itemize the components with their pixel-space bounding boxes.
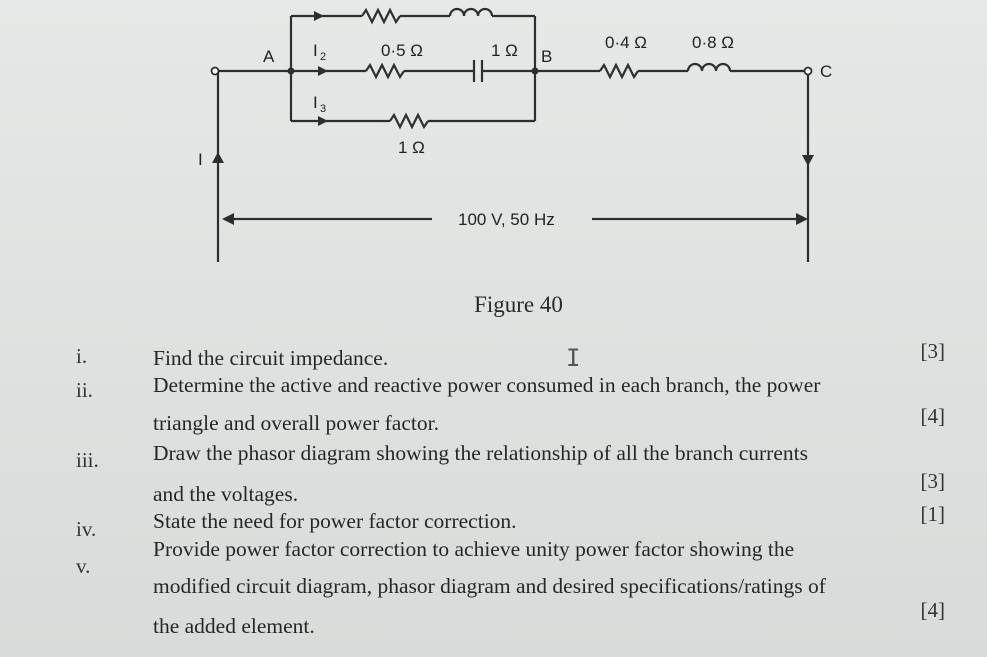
question-text: Provide power factor correction to achie… bbox=[153, 537, 795, 561]
node-a-label: A bbox=[263, 47, 275, 66]
i3-label: I bbox=[313, 93, 318, 112]
node-b-label: B bbox=[541, 47, 552, 66]
question-marks: [1] bbox=[920, 502, 946, 526]
question-text: modified circuit diagram, phasor diagram… bbox=[153, 574, 826, 598]
figure-caption: Figure 40 bbox=[474, 292, 563, 317]
circuit-diagram: A B C I 2 I 3 I 0·5 Ω 1 Ω 1 Ω 0·4 Ω 0·8 … bbox=[198, 7, 832, 262]
question-number: iv. bbox=[76, 517, 97, 541]
question-marks: [4] bbox=[920, 404, 946, 428]
question-number: iii. bbox=[76, 448, 99, 472]
question-text: Find the circuit impedance. bbox=[153, 346, 389, 370]
question-text: triangle and overall power factor. bbox=[153, 411, 439, 435]
question-marks: [3] bbox=[920, 339, 946, 363]
supply-label: 100 V, 50 Hz bbox=[458, 210, 555, 229]
question-marks: [3] bbox=[920, 469, 946, 493]
resistor-0-4-label: 0·4 Ω bbox=[605, 33, 647, 52]
i2-label: I bbox=[313, 41, 318, 60]
question-text: Determine the active and reactive power … bbox=[153, 373, 821, 397]
question-text: Draw the phasor diagram showing the rela… bbox=[153, 441, 808, 465]
i2-subscript: 2 bbox=[320, 51, 326, 63]
node-c-label: C bbox=[820, 62, 832, 81]
inductor-0-8-label: 0·8 Ω bbox=[692, 33, 734, 52]
question-text: and the voltages. bbox=[153, 482, 299, 506]
resistor-1-label: 1 Ω bbox=[398, 138, 425, 157]
question-text: State the need for power factor correcti… bbox=[153, 509, 517, 533]
question-marks: [4] bbox=[920, 598, 946, 622]
resistor-0-5-label: 0·5 Ω bbox=[381, 41, 423, 60]
i3-subscript: 3 bbox=[320, 103, 326, 115]
question-number: i. bbox=[76, 344, 88, 368]
capacitor-label: 1 Ω bbox=[491, 41, 518, 60]
i-total-label: I bbox=[198, 150, 203, 169]
text-cursor-icon: I bbox=[566, 344, 581, 372]
question-number: ii. bbox=[76, 378, 93, 402]
question-number: v. bbox=[76, 554, 91, 578]
question-text: the added element. bbox=[153, 614, 315, 638]
